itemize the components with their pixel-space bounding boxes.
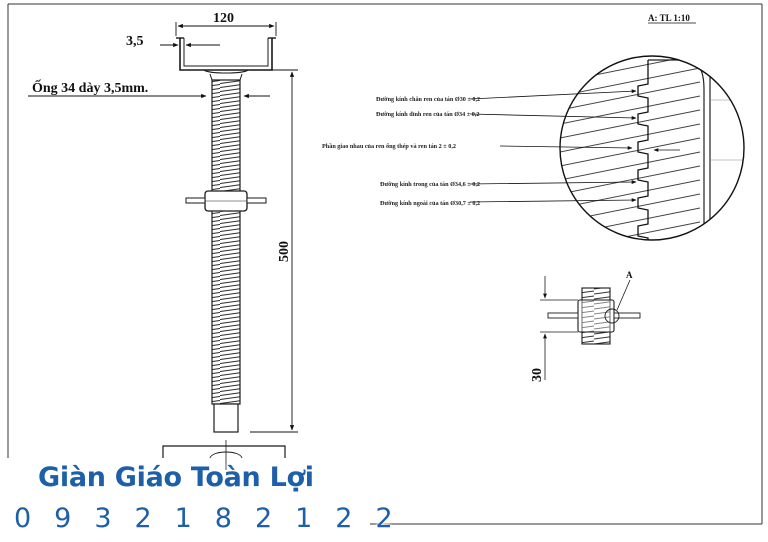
callout-inner-diameter: Đường kính trong của tán Ø34,6 ± 0,2 [380,181,480,188]
height-label: 500 [277,241,292,262]
brand-phone: 0 9 3 2 1 8 2 1 2 2 [14,503,400,534]
dimension-width [175,22,277,36]
frame-border [7,3,763,525]
dimension-height [250,69,298,433]
plate-thickness-label: 3,5 [126,34,144,49]
pipe-label: Ống 34 dày 3,5mm. [32,78,148,96]
width-label: 120 [213,11,234,26]
screw-jack [162,37,286,470]
callout-root-diameter: Đường kính chân ren của tán Ø30 ± 0,2 [376,96,480,103]
brand-name: Giàn Giáo Toàn Lợi [38,462,314,493]
marker-a-label: A [626,270,633,280]
callout-thread-overlap: Phần giao nhau của ren ống thép và ren t… [322,143,456,150]
detail-title: A: TL 1:10 [648,13,690,23]
callout-outer-diameter: Đường kính ngoài của tán Ø30,7 ± 0,2 [380,200,480,207]
callout-crest-diameter: Đường kính đỉnh ren của tán Ø34 ± 0,2 [376,111,479,118]
detail-a-view [559,55,745,241]
detail-callout-lines [469,89,680,203]
nut-detail [540,276,641,380]
small-dimension-label: 30 [530,368,545,382]
